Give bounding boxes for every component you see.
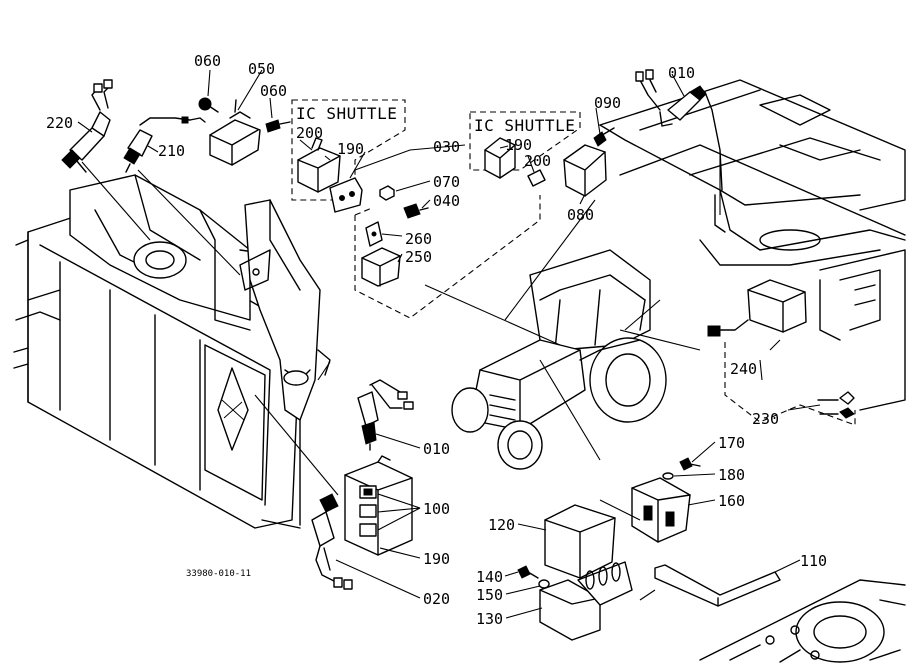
- part-060-a: 060: [194, 52, 221, 70]
- part-240: 240: [730, 360, 757, 378]
- part-120: 120: [488, 516, 515, 534]
- screw-060a: [198, 97, 219, 113]
- part-040: 040: [433, 192, 460, 210]
- part-130: 130: [476, 610, 503, 628]
- unit-240: [707, 279, 856, 426]
- part-030: 030: [433, 138, 460, 156]
- switch-210: [123, 116, 206, 173]
- tractor-illustration: [451, 249, 667, 470]
- bracket-030: [329, 177, 363, 213]
- screw-140: [517, 565, 539, 579]
- bracket-130: [539, 561, 633, 641]
- bolt-230: [817, 391, 855, 419]
- figure-reference: 33980-010-11: [186, 569, 251, 579]
- part-100: 100: [423, 500, 450, 518]
- screw-060b: [265, 119, 291, 133]
- switch-020: [311, 493, 353, 590]
- part-060-b: 060: [260, 82, 287, 100]
- part-140: 140: [476, 568, 503, 586]
- part-170: 170: [718, 434, 745, 452]
- part-070: 070: [433, 173, 460, 191]
- part-200-right: 200: [524, 152, 551, 170]
- part-080: 080: [567, 206, 594, 224]
- switch-220: [61, 79, 113, 173]
- ic-shuttle-left-label: IC SHUTTLE: [296, 104, 397, 123]
- part-160: 160: [718, 492, 745, 510]
- part-210: 210: [158, 142, 185, 160]
- part-190-left: 190: [337, 140, 364, 158]
- screw-170: [679, 457, 701, 471]
- part-220: 220: [46, 114, 73, 132]
- cover-120: [544, 504, 616, 579]
- part-090: 090: [594, 94, 621, 112]
- part-260: 260: [405, 230, 432, 248]
- part-250: 250: [405, 248, 432, 266]
- part-200-left: 200: [296, 124, 323, 142]
- relay-050: [209, 99, 261, 166]
- dash-frame-assembly: [13, 174, 331, 529]
- leader-lines: [77, 69, 821, 619]
- ic-shuttle-right-label: IC SHUTTLE: [474, 116, 575, 135]
- part-180: 180: [718, 466, 745, 484]
- switch-010-mid: [357, 379, 414, 451]
- bracket-110: [654, 564, 781, 607]
- part-050: 050: [248, 60, 275, 78]
- engine-outline: [699, 579, 906, 663]
- part-020: 020: [423, 590, 450, 608]
- part-190-bottom: 190: [423, 550, 450, 568]
- ic-shuttle-right-group: [469, 111, 615, 197]
- relay-block-100: [344, 455, 413, 556]
- part-190-right: 190: [505, 136, 532, 154]
- washer-150: [538, 579, 550, 589]
- relay-group-250: [354, 195, 541, 319]
- relay-160: [631, 477, 691, 543]
- plug-040: [403, 203, 429, 219]
- switch-010-top: [635, 69, 723, 191]
- part-010-top: 010: [668, 64, 695, 82]
- part-110: 110: [800, 552, 827, 570]
- nut-070: [379, 185, 395, 201]
- washer-180: [662, 472, 674, 480]
- part-230: 230: [752, 410, 779, 428]
- part-150: 150: [476, 586, 503, 604]
- part-010-mid: 010: [423, 440, 450, 458]
